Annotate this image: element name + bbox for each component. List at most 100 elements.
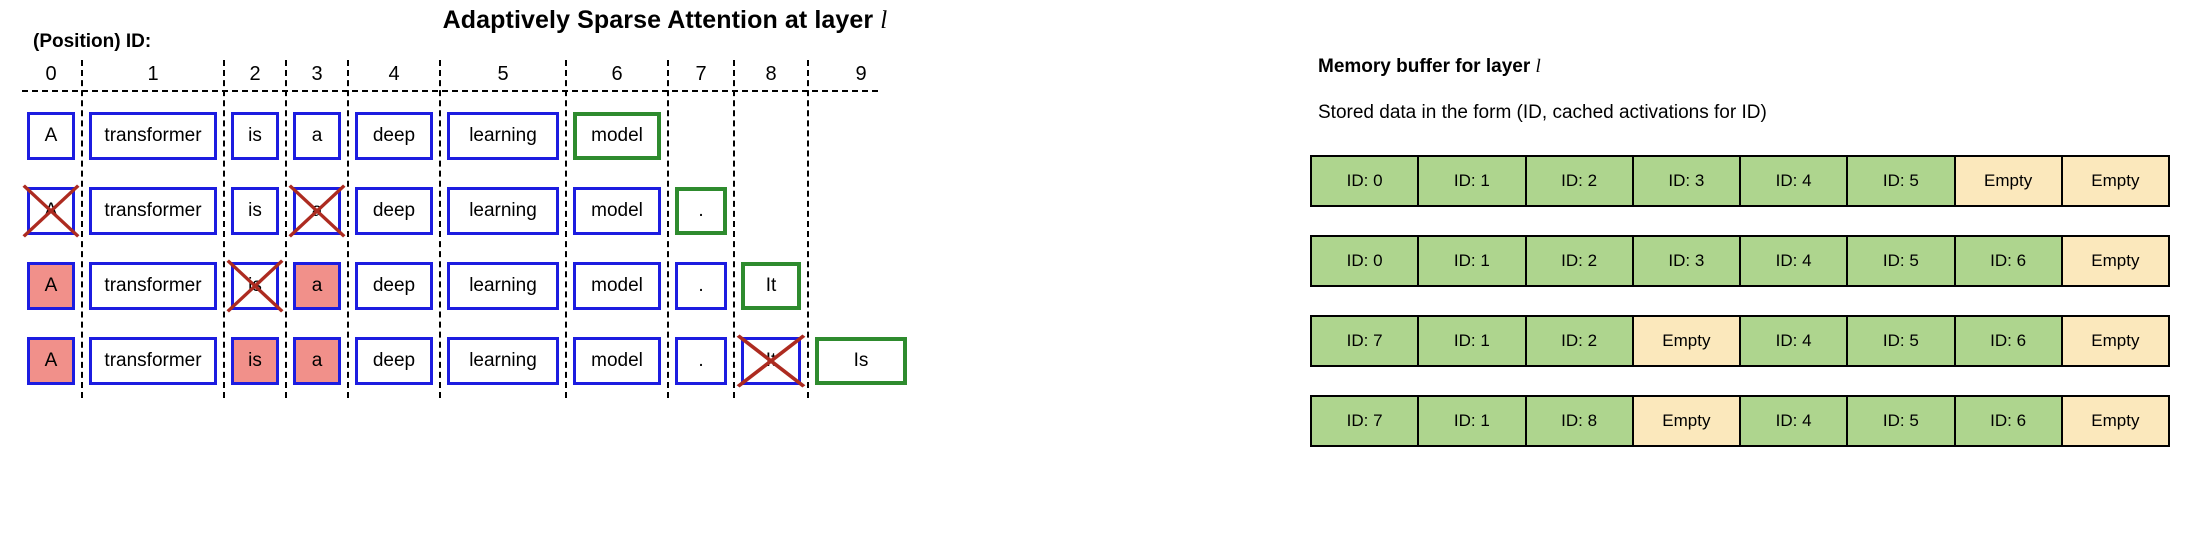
column-header-3: 3 xyxy=(311,63,323,85)
token-box-r3-c7[interactable]: . xyxy=(675,261,727,310)
token-box-r3-c6[interactable]: model xyxy=(573,261,661,310)
token-slot-r4-c5: learning xyxy=(442,323,564,398)
buffer-slot-3-3[interactable]: Empty xyxy=(1633,317,1741,365)
token-box-r1-c5[interactable]: learning xyxy=(447,111,559,160)
buffer-slot-2-0[interactable]: ID: 0 xyxy=(1312,237,1420,285)
token-box-r3-c8[interactable]: It xyxy=(741,261,801,310)
token-label: is xyxy=(248,275,262,296)
buffer-slot-4-6[interactable]: ID: 6 xyxy=(1955,397,2063,445)
token-label: model xyxy=(591,125,643,146)
token-box-r2-c2[interactable]: is xyxy=(231,186,279,235)
token-box-r4-c2[interactable]: is xyxy=(231,336,279,385)
buffer-slot-2-7[interactable]: Empty xyxy=(2062,237,2168,285)
token-slot-r2-c7: . xyxy=(670,173,732,248)
buffer-slot-2-2[interactable]: ID: 2 xyxy=(1526,237,1634,285)
token-box-r4-c9[interactable]: Is xyxy=(815,336,907,385)
token-slot-r1-c5: learning xyxy=(442,98,564,173)
token-box-r2-c3[interactable]: a xyxy=(288,183,346,238)
token-box-r2-c6[interactable]: model xyxy=(573,186,661,235)
token-box-r4-c7[interactable]: . xyxy=(675,336,727,385)
token-box-r2-c5[interactable]: learning xyxy=(447,186,559,235)
column-header-8: 8 xyxy=(765,63,777,85)
buffer-slot-2-4[interactable]: ID: 4 xyxy=(1741,237,1849,285)
buffer-slot-label: ID: 4 xyxy=(1775,171,1812,190)
token-box-r2-c0[interactable]: A xyxy=(22,183,80,238)
token-slot-r1-c6: model xyxy=(568,98,666,173)
buffer-slot-4-1[interactable]: ID: 1 xyxy=(1419,397,1527,445)
buffer-slot-4-3[interactable]: Empty xyxy=(1633,397,1741,445)
token-box-r4-c1[interactable]: transformer xyxy=(89,336,217,385)
token-label: learning xyxy=(469,350,537,371)
buffer-slot-1-5[interactable]: ID: 5 xyxy=(1848,157,1956,205)
token-box-r3-c5[interactable]: learning xyxy=(447,261,559,310)
token-box-r3-c1[interactable]: transformer xyxy=(89,261,217,310)
buffer-slot-label: Empty xyxy=(2091,411,2140,430)
buffer-slot-label: Empty xyxy=(1662,331,1711,350)
token-box-r3-c2[interactable]: is xyxy=(226,258,284,313)
buffer-slot-4-4[interactable]: ID: 4 xyxy=(1741,397,1849,445)
token-box-r3-c3[interactable]: a xyxy=(293,261,341,310)
token-box-r4-c3[interactable]: a xyxy=(293,336,341,385)
token-box-r4-c5[interactable]: learning xyxy=(447,336,559,385)
token-box-r1-c0[interactable]: A xyxy=(27,111,75,160)
buffer-slot-1-6[interactable]: Empty xyxy=(1955,157,2063,205)
token-box-r1-c6[interactable]: model xyxy=(573,111,661,160)
token-label: A xyxy=(44,200,58,221)
token-box-r4-c4[interactable]: deep xyxy=(355,336,433,385)
token-box-r2-c1[interactable]: transformer xyxy=(89,186,217,235)
buffer-slot-2-3[interactable]: ID: 3 xyxy=(1633,237,1741,285)
buffer-slot-3-0[interactable]: ID: 7 xyxy=(1312,317,1420,365)
buffer-slot-label: ID: 5 xyxy=(1882,171,1919,190)
buffer-slot-2-6[interactable]: ID: 6 xyxy=(1955,237,2063,285)
token-slot-r4-c7: . xyxy=(670,323,732,398)
token-box-r4-c0[interactable]: A xyxy=(27,336,75,385)
buffer-slot-1-1[interactable]: ID: 1 xyxy=(1419,157,1527,205)
buffer-slot-2-5[interactable]: ID: 5 xyxy=(1848,237,1956,285)
buffer-slot-1-0[interactable]: ID: 0 xyxy=(1312,157,1420,205)
buffer-slot-3-6[interactable]: ID: 6 xyxy=(1955,317,2063,365)
token-box-r1-c4[interactable]: deep xyxy=(355,111,433,160)
buffer-slot-3-5[interactable]: ID: 5 xyxy=(1848,317,1956,365)
column-header-2: 2 xyxy=(249,63,261,85)
buffer-slot-4-2[interactable]: ID: 8 xyxy=(1526,397,1634,445)
token-box-r1-c2[interactable]: is xyxy=(231,111,279,160)
token-box-r4-c6[interactable]: model xyxy=(573,336,661,385)
buffer-slot-4-5[interactable]: ID: 5 xyxy=(1848,397,1956,445)
buffer-slot-3-1[interactable]: ID: 1 xyxy=(1419,317,1527,365)
token-slot-r1-c9 xyxy=(810,98,912,173)
token-slot-r4-c0: A xyxy=(22,323,80,398)
buffer-slot-2-1[interactable]: ID: 1 xyxy=(1419,237,1527,285)
buffer-slot-label: ID: 5 xyxy=(1882,331,1919,350)
token-slot-r2-c8 xyxy=(736,173,806,248)
token-slot-r1-c8 xyxy=(736,98,806,173)
buffer-slot-label: ID: 4 xyxy=(1775,411,1812,430)
token-box-r2-c7[interactable]: . xyxy=(675,186,727,235)
buffer-slot-3-4[interactable]: ID: 4 xyxy=(1741,317,1849,365)
buffer-slot-1-4[interactable]: ID: 4 xyxy=(1741,157,1849,205)
token-slot-r4-c9: Is xyxy=(810,323,912,398)
buffer-slot-3-7[interactable]: Empty xyxy=(2062,317,2168,365)
token-box-r3-c0[interactable]: A xyxy=(27,261,75,310)
buffer-slot-label: ID: 4 xyxy=(1775,251,1812,270)
buffer-slot-4-0[interactable]: ID: 7 xyxy=(1312,397,1420,445)
buffer-slot-1-7[interactable]: Empty xyxy=(2062,157,2168,205)
token-box-r3-c4[interactable]: deep xyxy=(355,261,433,310)
token-slot-r4-c4: deep xyxy=(350,323,438,398)
buffer-slot-1-2[interactable]: ID: 2 xyxy=(1526,157,1634,205)
token-box-r1-c1[interactable]: transformer xyxy=(89,111,217,160)
token-box-r4-c8[interactable]: It xyxy=(736,333,806,388)
buffer-slot-label: ID: 6 xyxy=(1990,331,2027,350)
token-box-r1-c3[interactable]: a xyxy=(293,111,341,160)
buffer-slot-1-3[interactable]: ID: 3 xyxy=(1633,157,1741,205)
token-label: It xyxy=(765,275,777,296)
buffer-slot-3-2[interactable]: ID: 2 xyxy=(1526,317,1634,365)
token-slot-r2-c5: learning xyxy=(442,173,564,248)
token-slot-r1-c3: a xyxy=(288,98,346,173)
token-box-r2-c4[interactable]: deep xyxy=(355,186,433,235)
buffer-slot-4-7[interactable]: Empty xyxy=(2062,397,2168,445)
